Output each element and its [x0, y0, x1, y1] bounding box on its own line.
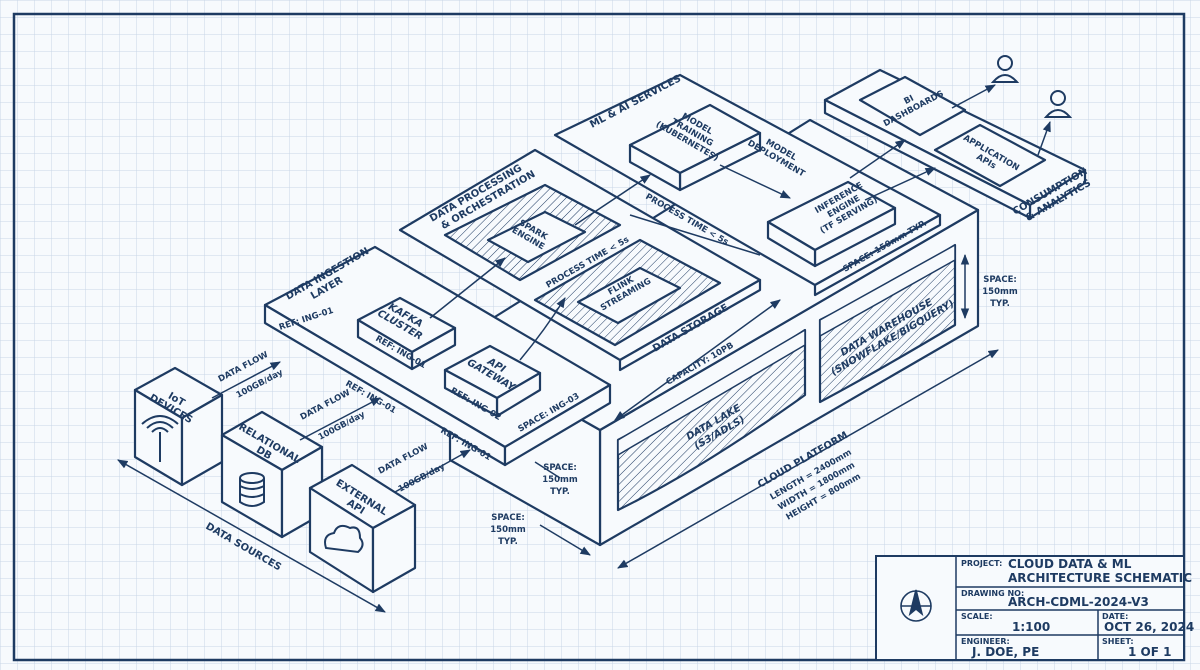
- arrow-to-user-1: [951, 84, 996, 109]
- application-apis-box[interactable]: [933, 123, 1047, 188]
- sheet-value: 1 OF 1: [1128, 645, 1171, 659]
- arrow-spark-training: [574, 174, 651, 226]
- engineer-value: J. DOE, PE: [971, 645, 1039, 659]
- date-key: DATE:: [1102, 612, 1128, 621]
- space-dim-bottom: [539, 524, 591, 556]
- project-line-1: CLOUD DATA & ML: [1008, 557, 1132, 571]
- consumption-plate: [823, 68, 1087, 220]
- arrow-model-deployment: [719, 164, 791, 199]
- north-arrow-icon: [900, 589, 932, 622]
- user-icon: [1043, 90, 1073, 118]
- date-value: OCT 26, 2024: [1104, 620, 1194, 634]
- scale-value: 1:100: [1012, 620, 1050, 634]
- arrow-kafka-spark: [429, 257, 506, 319]
- scale-key: SCALE:: [961, 612, 993, 621]
- antenna-icon: [141, 415, 179, 462]
- flow-arrow-db: [299, 397, 381, 441]
- drawing-no-key: DRAWING NO:: [961, 589, 1024, 598]
- bi-dashboards-box[interactable]: [858, 75, 967, 137]
- arrow-api-flink: [519, 297, 566, 361]
- sources-dim: [117, 459, 386, 613]
- title-block: PROJECT: CLOUD DATA & ML ARCHITECTURE SC…: [875, 555, 1194, 661]
- project-key: PROJECT:: [961, 559, 1002, 568]
- sheet-key: SHEET:: [1102, 637, 1134, 646]
- engineer-key: ENGINEER:: [961, 637, 1010, 646]
- arrow-to-app: [864, 167, 936, 201]
- ingestion-plate: [263, 245, 612, 467]
- platform-dim: [617, 349, 999, 569]
- user-icon: [990, 55, 1020, 83]
- arrow-to-user-2: [1037, 121, 1051, 156]
- space-dim-mid: [534, 461, 561, 479]
- ml-services-plate: [553, 73, 942, 297]
- drawing-no: ARCH-CDML-2024-V3: [1008, 595, 1149, 609]
- flow-arrow-api: [394, 449, 471, 493]
- project-line-2: ARCHITECTURE SCHEMATIC: [1008, 571, 1192, 585]
- drawing-border: [12, 12, 1186, 662]
- flow-arrow-iot: [211, 361, 281, 399]
- arrow-to-bi: [849, 139, 906, 179]
- process-time-line-1: [629, 214, 761, 256]
